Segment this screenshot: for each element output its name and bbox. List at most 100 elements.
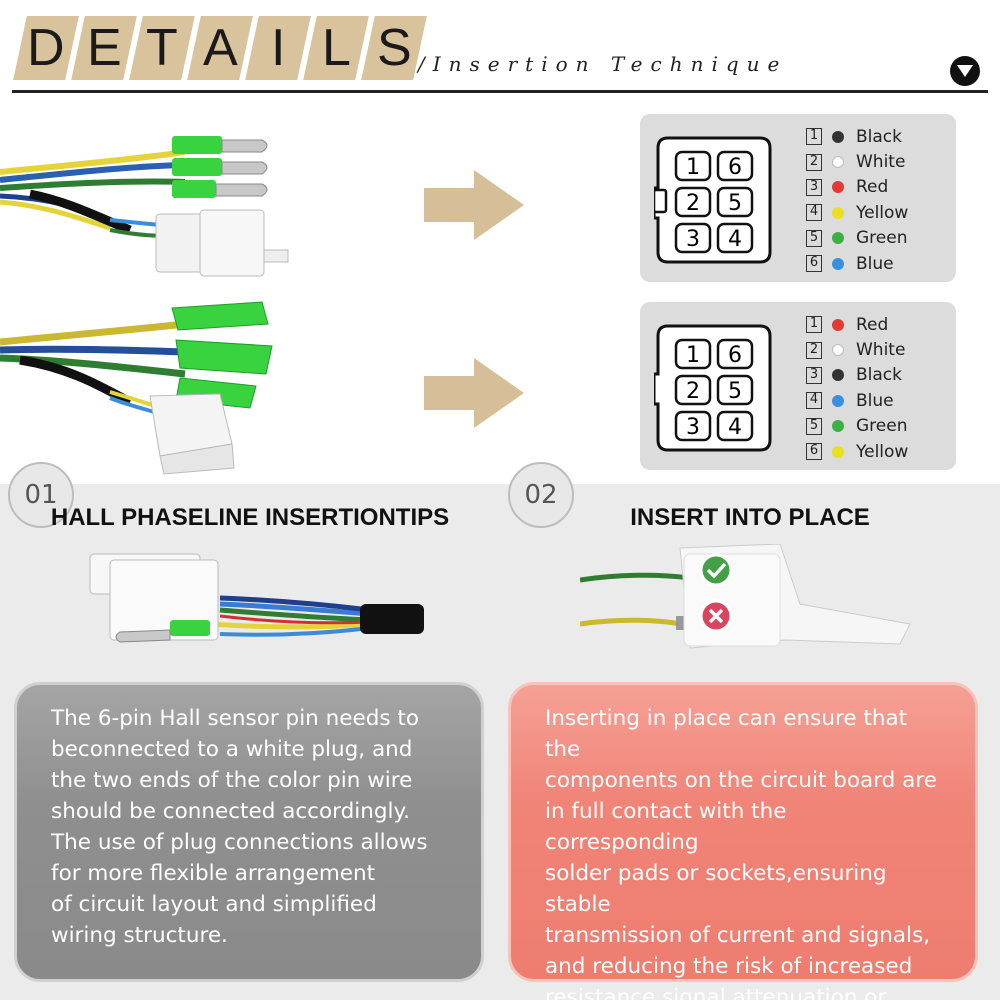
legend-item: 3 Red: [806, 175, 908, 200]
pin-number: 2: [806, 153, 822, 171]
housing-pin-label: 6: [728, 155, 742, 180]
pin-number: 5: [806, 229, 822, 247]
pin-color-name: Green: [856, 416, 908, 437]
color-dot: [832, 344, 844, 357]
pin-number: 6: [806, 255, 822, 273]
color-dot: [832, 130, 844, 143]
title-letter-tile: A: [187, 16, 253, 80]
instruction-text: Inserting in place can ensure that the c…: [545, 706, 937, 1000]
hall-wire-harness-photo: [0, 136, 289, 277]
section-hall-insertion: 01 HALL PHASELINE INSERTIONTIPS The 6-pi…: [0, 462, 500, 1000]
color-dot: [832, 445, 844, 458]
color-dot: [832, 318, 844, 331]
cross-icon: [699, 599, 733, 633]
pin-color-name: Yellow: [856, 441, 909, 462]
phase-wire-harness-photo: [0, 301, 273, 475]
color-dot: [832, 232, 844, 245]
scroll-down-button[interactable]: [950, 56, 980, 86]
insertion-check-photo: [580, 544, 911, 649]
pin-color-name: Blue: [856, 253, 894, 274]
connector-row-2: 1 6 2 5 3 4 1 Red 2 White 3 Black: [0, 298, 1000, 478]
color-dot: [832, 156, 844, 169]
housing-pin-label: 4: [728, 415, 742, 440]
color-dot: [832, 257, 844, 270]
housing-pin-label: 3: [686, 415, 700, 440]
pin-color-name: White: [856, 152, 906, 173]
pin-color-name: Red: [856, 177, 889, 198]
pin-color-legend: 1 Black 2 White 3 Red 4 Yellow 5: [806, 124, 908, 276]
pin-color-name: Blue: [856, 390, 894, 411]
instruction-text: The 6-pin Hall sensor pin needs to becon…: [51, 706, 428, 948]
legend-item: 3 Black: [806, 363, 908, 388]
pin-color-name: White: [856, 340, 906, 361]
pin-color-name: Black: [856, 126, 902, 147]
pin-number: 1: [806, 316, 822, 334]
pin-color-name: Green: [856, 228, 908, 249]
legend-item: 6 Yellow: [806, 439, 908, 464]
instruction-panel: The 6-pin Hall sensor pin needs to becon…: [14, 682, 484, 982]
housing-pin-label: 2: [686, 191, 700, 216]
color-dot: [832, 206, 844, 219]
housing-pin-label: 1: [686, 343, 700, 368]
housing-pin-label: 3: [686, 227, 700, 252]
chevron-down-icon: [957, 65, 973, 77]
section-insert-into-place: 02 INSERT INTO PLACE Inserting in place …: [500, 462, 1000, 1000]
pin-number: 3: [806, 178, 822, 196]
step-badge: 01: [8, 462, 74, 528]
pin-number: 4: [806, 204, 822, 222]
header-divider: [12, 90, 988, 93]
instruction-panel: Inserting in place can ensure that the c…: [508, 682, 978, 1000]
section-title: INSERT INTO PLACE: [630, 504, 870, 531]
pin-number: 4: [806, 392, 822, 410]
check-icon: [699, 553, 733, 587]
plug-connection-photo: [89, 553, 424, 643]
instructions-area: 01 HALL PHASELINE INSERTIONTIPS The 6-pi…: [0, 462, 1000, 1000]
right-arrow-icon: [424, 170, 524, 240]
legend-item: 2 White: [806, 149, 908, 174]
pin-color-name: Black: [856, 365, 902, 386]
title-letter-tile: D: [13, 16, 79, 80]
color-dot: [832, 181, 844, 194]
pin-color-name: Yellow: [856, 202, 909, 223]
legend-item: 4 Blue: [806, 388, 908, 413]
color-dot: [832, 369, 844, 382]
color-dot: [832, 420, 844, 433]
color-dot: [832, 394, 844, 407]
pinout-card-2: 1 6 2 5 3 4 1 Red 2 White 3 Black: [640, 302, 956, 470]
right-arrow-icon: [424, 358, 524, 428]
title-letter-tile: E: [71, 16, 137, 80]
title-letter-tile: I: [245, 16, 311, 80]
page-header: D E T A I L S /Insertion Technique: [0, 0, 1000, 100]
housing-pin-label: 5: [728, 191, 742, 216]
legend-item: 5 Green: [806, 226, 908, 251]
connector-row-1: 1 6 2 5 3 4 1 Black 2 White 3 Red: [0, 110, 1000, 290]
legend-item: 1 Black: [806, 124, 908, 149]
housing-pin-label: 2: [686, 379, 700, 404]
housing-pin-label: 4: [728, 227, 742, 252]
title-letter-tile: S: [361, 16, 427, 80]
housing-pin-label: 5: [728, 379, 742, 404]
legend-item: 2 White: [806, 337, 908, 362]
pinout-card-1: 1 6 2 5 3 4 1 Black 2 White 3 Red: [640, 114, 956, 282]
connector-housing-diagram: 1 6 2 5 3 4: [654, 324, 772, 452]
housing-pin-label: 1: [686, 155, 700, 180]
legend-item: 5 Green: [806, 414, 908, 439]
legend-item: 1 Red: [806, 312, 908, 337]
details-title: D E T A I L S: [13, 16, 427, 80]
subtitle: /Insertion Technique: [418, 52, 788, 76]
pin-number: 2: [806, 341, 822, 359]
pin-color-name: Red: [856, 314, 889, 335]
section-title: HALL PHASELINE INSERTIONTIPS: [50, 504, 450, 531]
pin-color-legend: 1 Red 2 White 3 Black 4 Blue 5: [806, 312, 908, 464]
legend-item: 6 Blue: [806, 251, 908, 276]
housing-pin-label: 6: [728, 343, 742, 368]
legend-item: 4 Yellow: [806, 200, 908, 225]
pin-number: 6: [806, 443, 822, 461]
connector-housing-diagram: 1 6 2 5 3 4: [654, 136, 772, 264]
title-letter-tile: T: [129, 16, 195, 80]
pin-number: 5: [806, 417, 822, 435]
step-badge: 02: [508, 462, 574, 528]
pin-number: 3: [806, 366, 822, 384]
title-letter-tile: L: [303, 16, 369, 80]
pin-number: 1: [806, 128, 822, 146]
